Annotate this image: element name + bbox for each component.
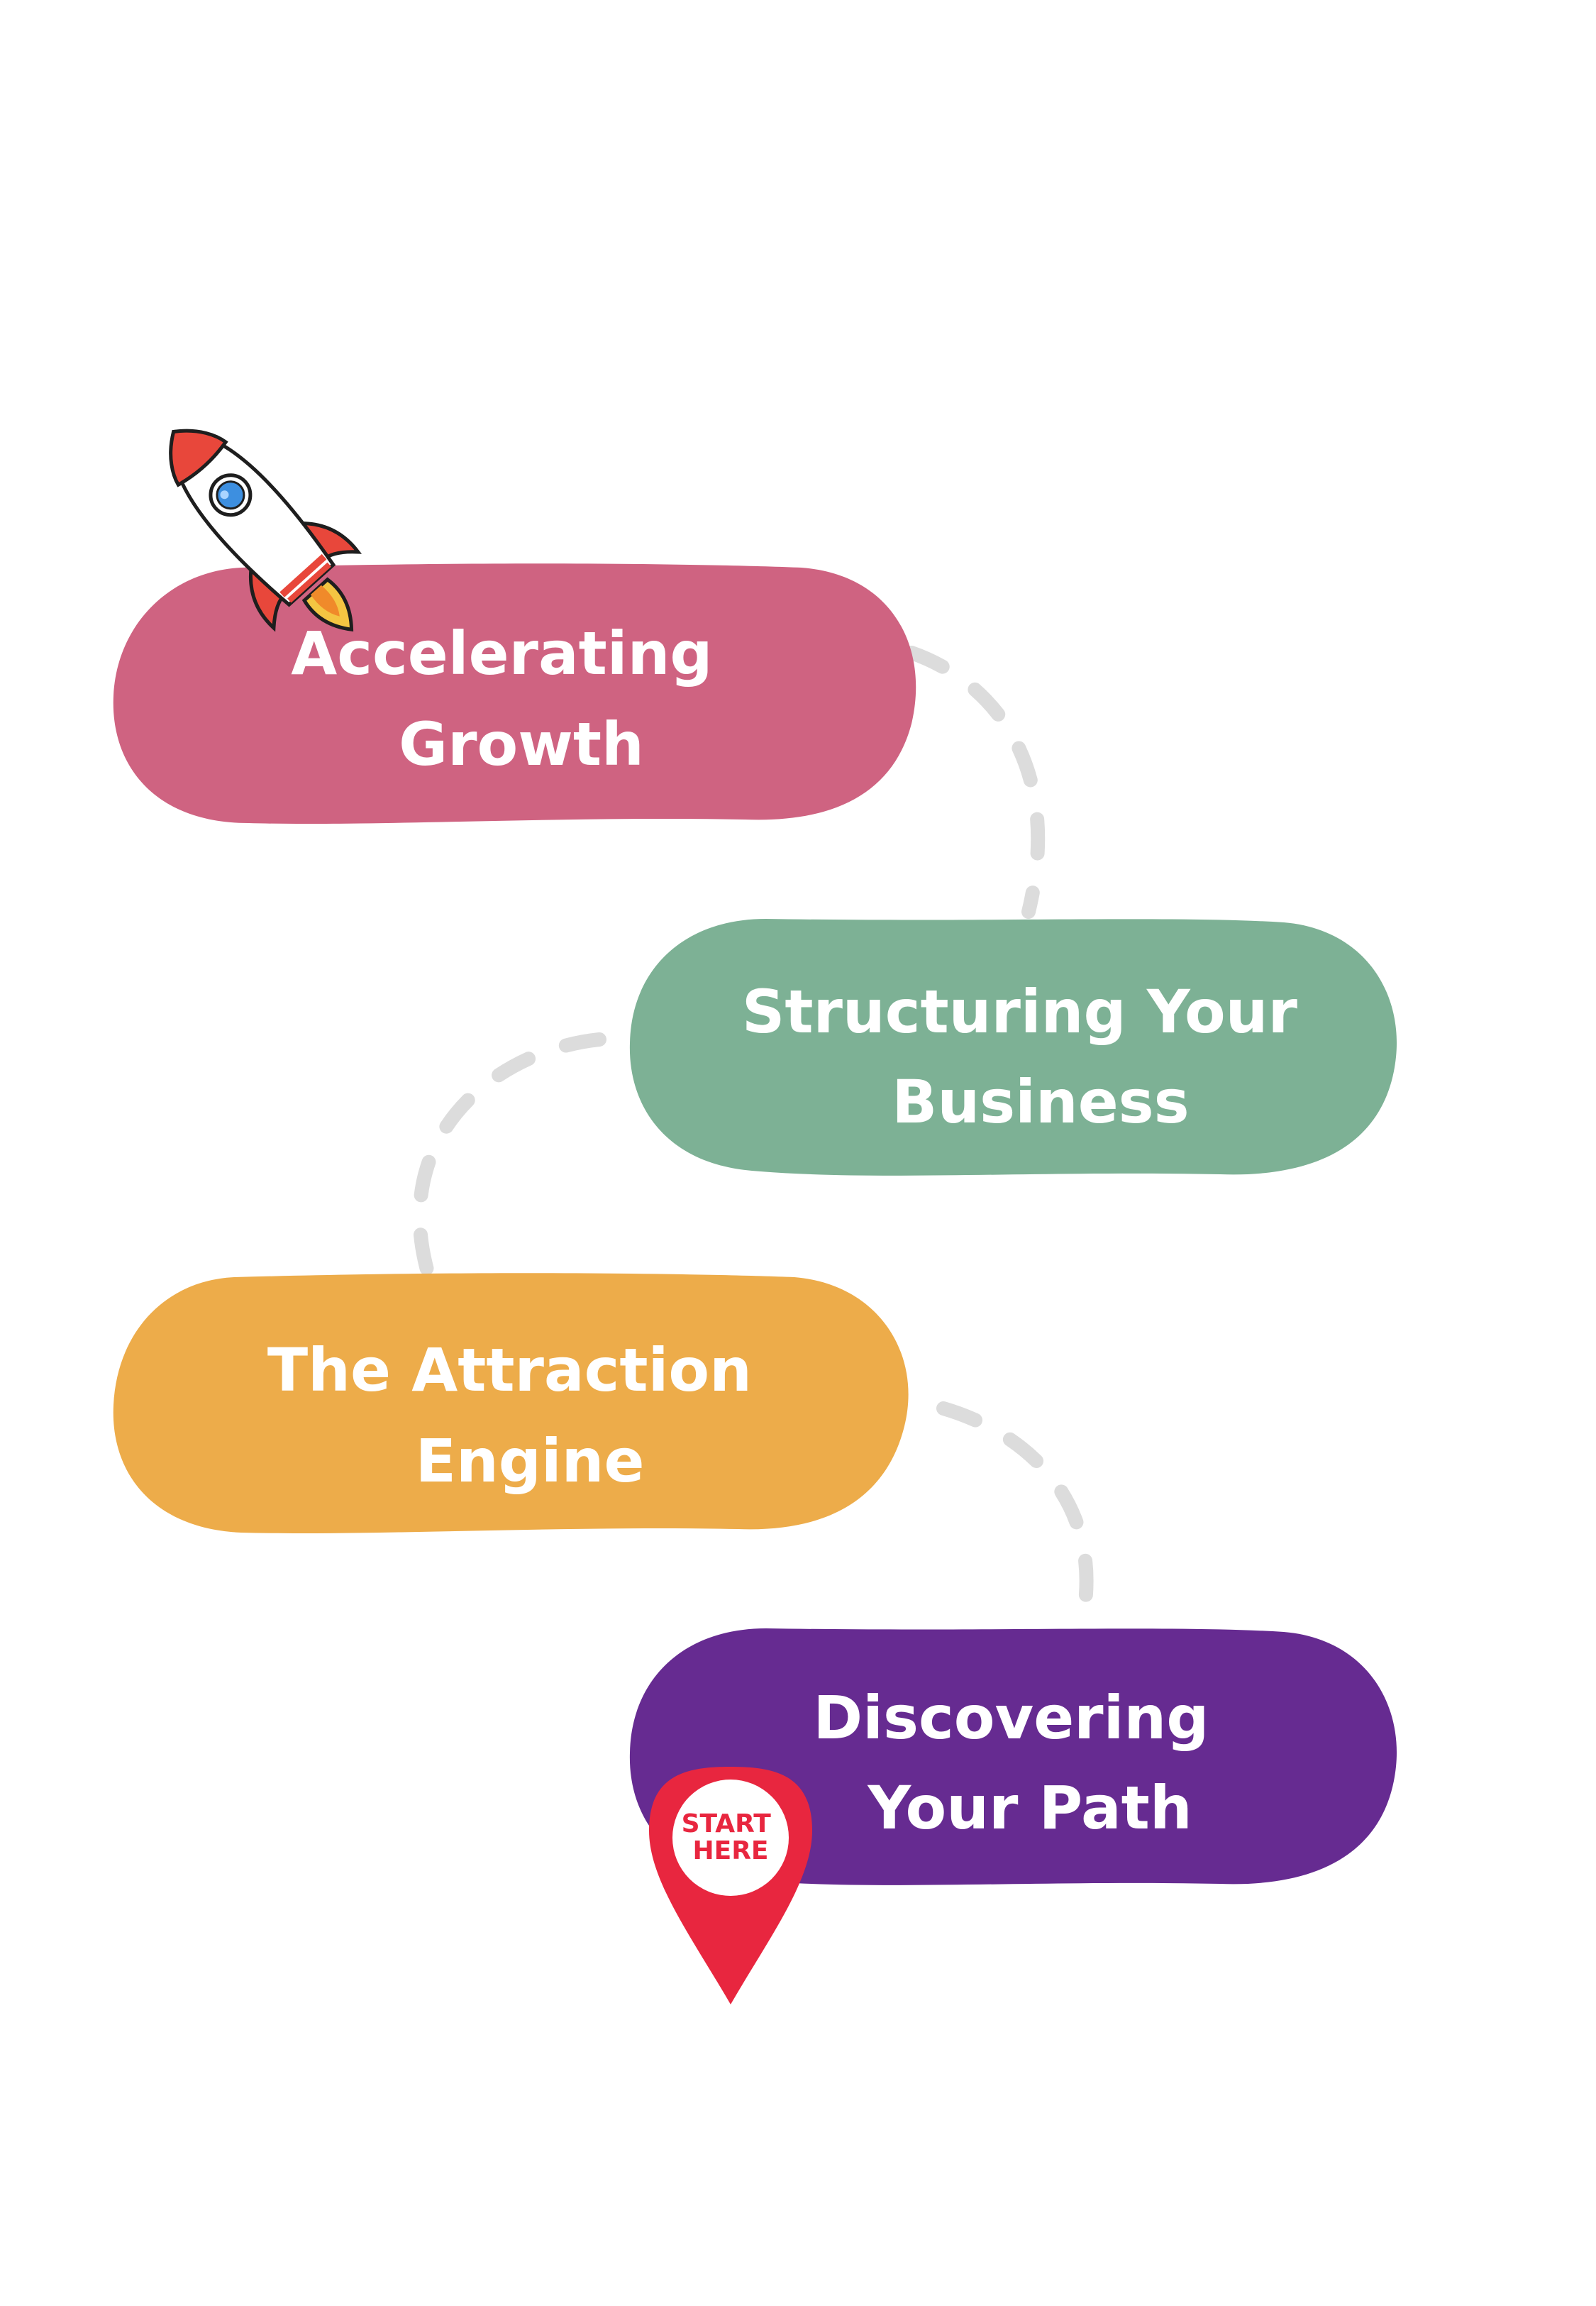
step-shape bbox=[113, 1273, 909, 1534]
step-label-line-1: The Attraction bbox=[267, 1335, 752, 1405]
step-the-attraction-engine: The Attraction Engine bbox=[113, 1273, 909, 1534]
step-shape bbox=[113, 563, 916, 824]
connector-paths bbox=[412, 646, 1094, 1632]
connector-1-2 bbox=[904, 646, 1046, 919]
svg-text:Discovering Your Path: Discovering Your Path bbox=[813, 1683, 1229, 1843]
svg-text:Accelerating Growth: Accelerating Growth bbox=[291, 619, 733, 779]
step-structuring-your-business: Structuring Your Business bbox=[629, 919, 1397, 1176]
step-shape bbox=[629, 1628, 1397, 1885]
step-discovering-your-path: Discovering Your Path bbox=[629, 1628, 1397, 1885]
marker-label-line-2: HERE bbox=[692, 1836, 768, 1865]
location-pin-icon: START HERE bbox=[649, 1767, 812, 2004]
step-label-line-1: Structuring Your bbox=[742, 977, 1298, 1047]
connector-3-4 bbox=[936, 1401, 1094, 1632]
svg-text:START HERE: START HERE bbox=[682, 1809, 780, 1865]
rocket-icon bbox=[169, 429, 362, 632]
step-label-line-2: Growth bbox=[399, 710, 644, 779]
svg-text:Structuring Your Busines: Structuring Your Business bbox=[742, 977, 1318, 1137]
step-label-line-2: Your Path bbox=[867, 1773, 1192, 1843]
marker-label-line-1: START bbox=[682, 1809, 772, 1838]
svg-text:The Attraction Engine: The Attraction Engine bbox=[267, 1335, 772, 1496]
step-label-line-2: Business bbox=[892, 1067, 1189, 1137]
step-label-line-1: Discovering bbox=[813, 1683, 1209, 1753]
connector-2-3 bbox=[412, 1032, 606, 1284]
step-accelerating-growth: Accelerating Growth bbox=[113, 563, 916, 824]
step-label-line-1: Accelerating bbox=[291, 619, 712, 688]
pin-inner-circle bbox=[672, 1780, 789, 1896]
step-label-line-2: Engine bbox=[416, 1426, 645, 1496]
step-shape bbox=[629, 919, 1397, 1176]
